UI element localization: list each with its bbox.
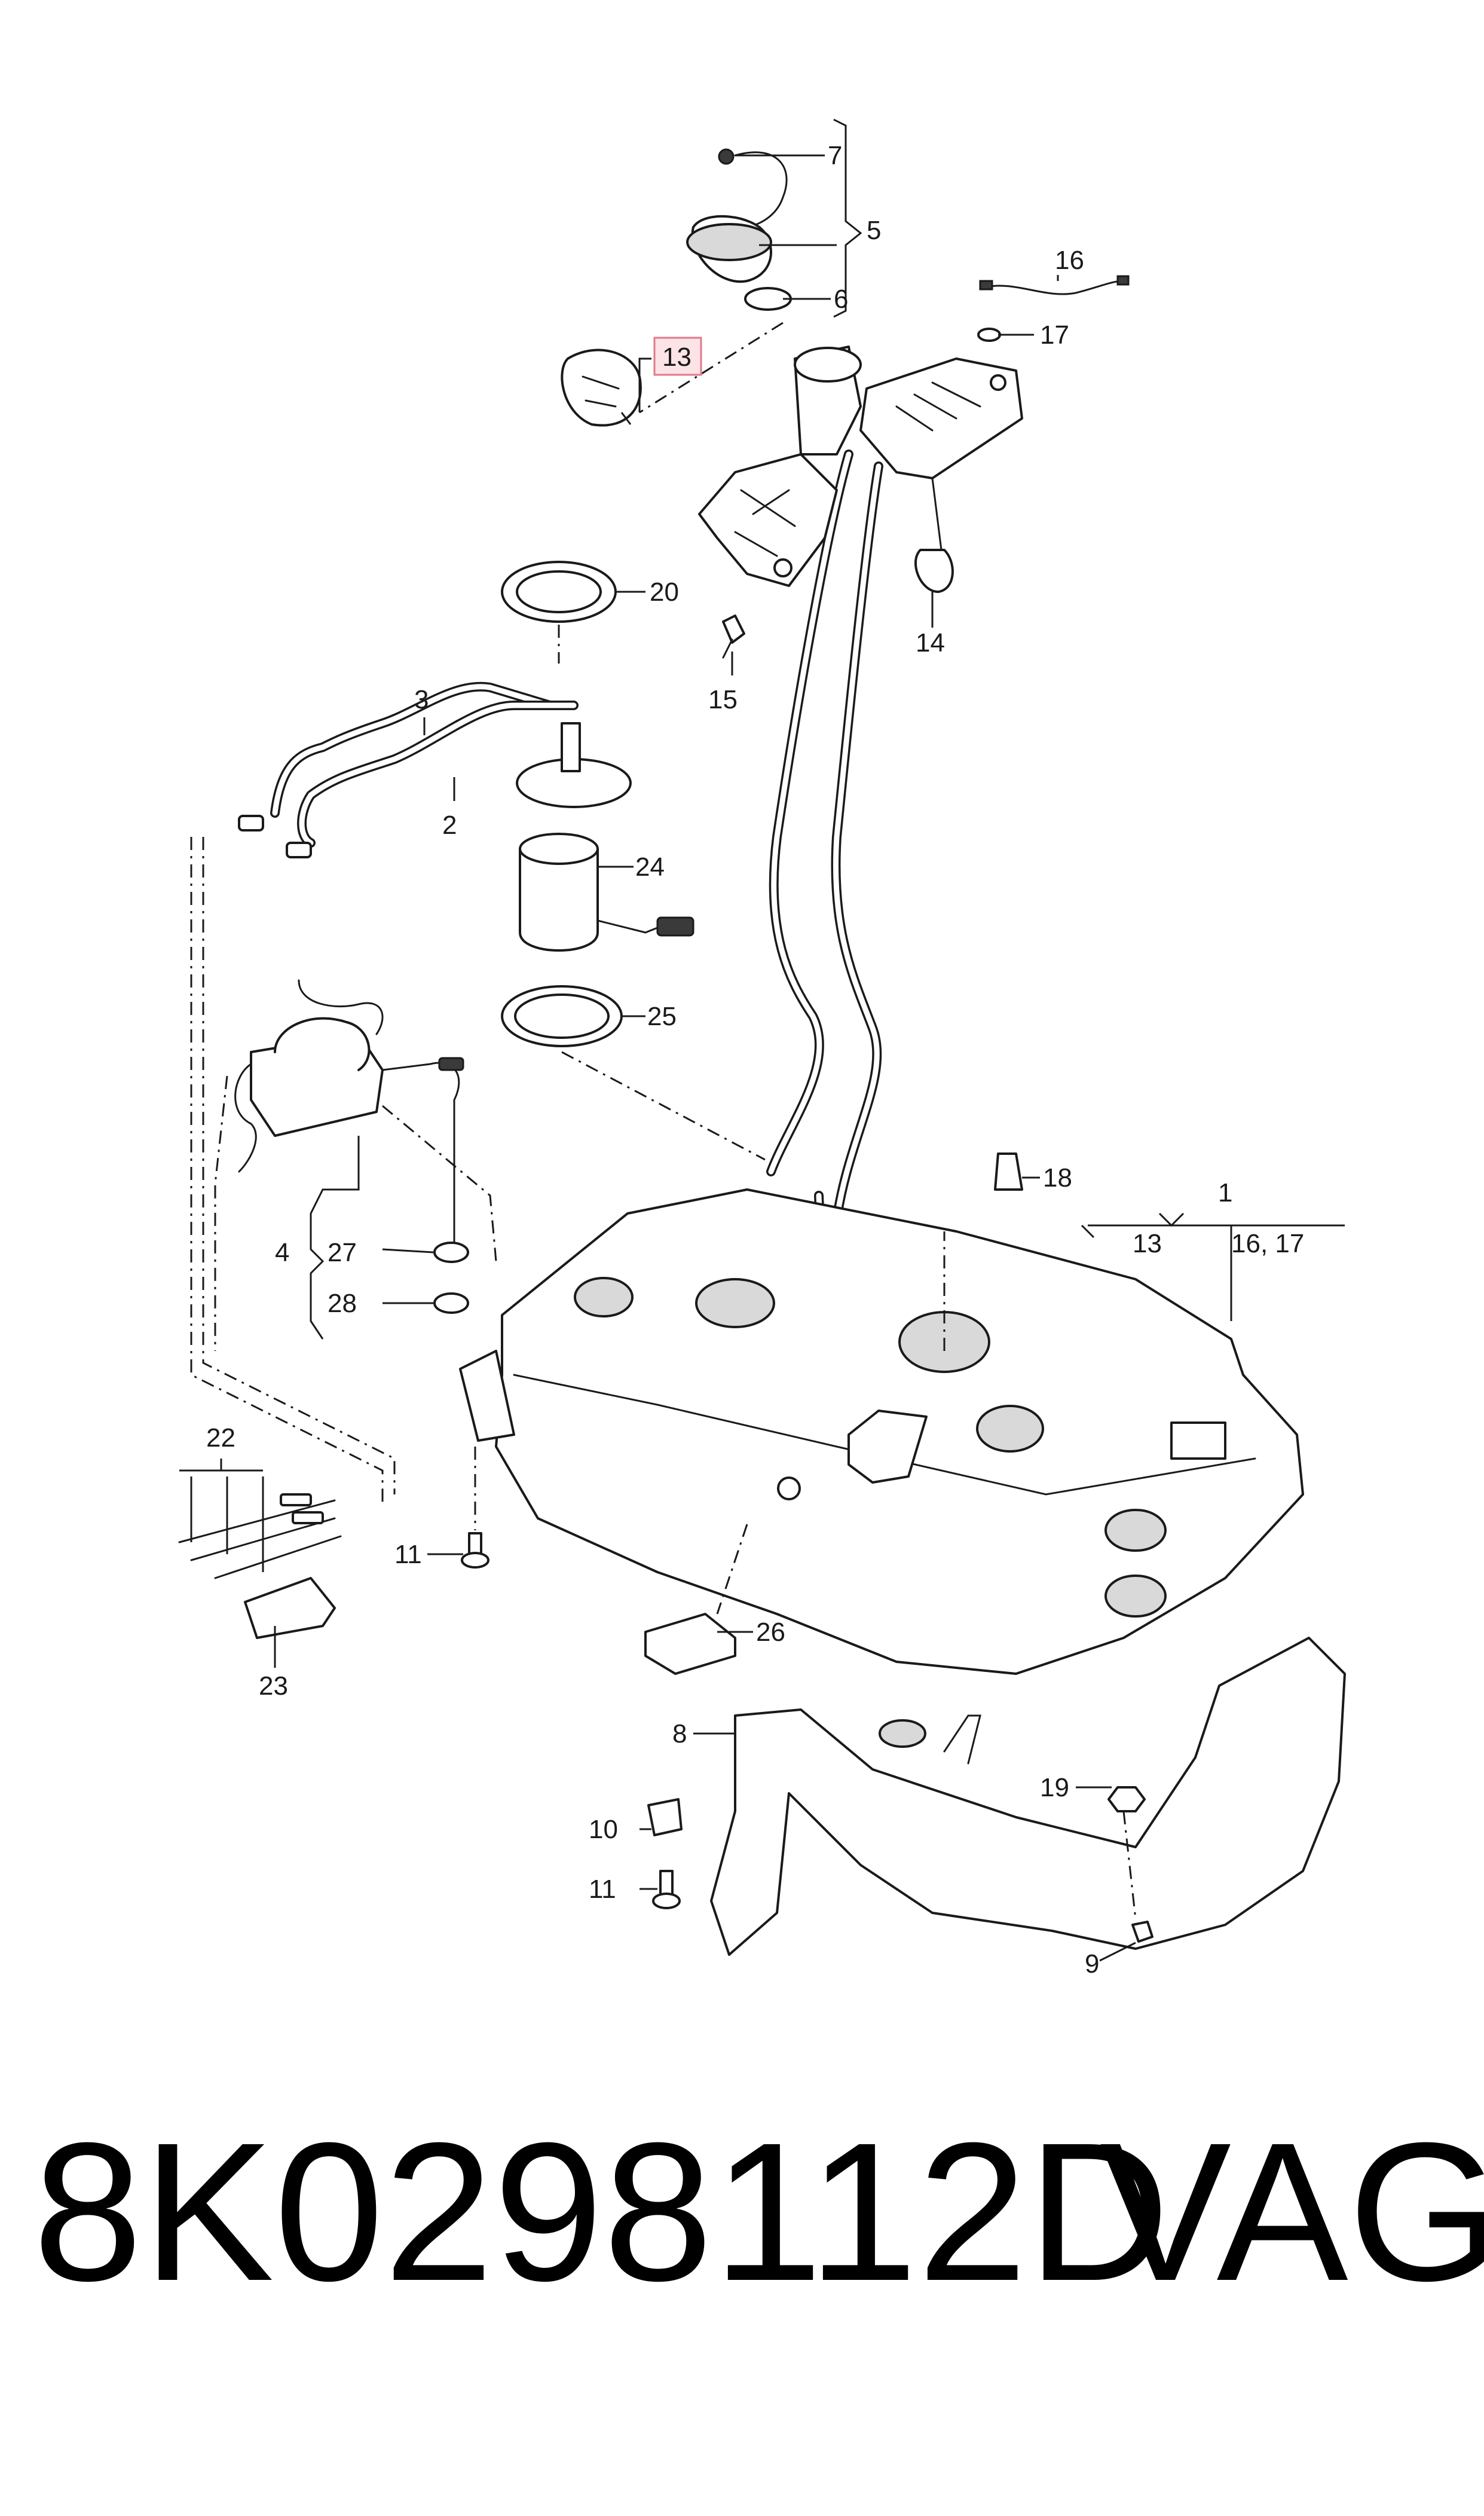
leader-25-dashed — [561, 1051, 766, 1161]
line-22-dashed-c — [214, 1075, 228, 1351]
callout-25: 25 — [647, 1002, 677, 1031]
fuel-filler-flap-part — [561, 348, 642, 427]
line-22-dashed-a — [190, 837, 384, 1506]
brand-label: VAG — [1100, 2101, 1484, 2322]
leader-9-dashed — [1122, 1811, 1137, 1919]
vent-valve-bracket — [859, 357, 1023, 593]
connector-bracket-23 — [244, 1577, 336, 1639]
heat-shield — [710, 1637, 1346, 1956]
seal-ring-25 — [501, 985, 623, 1047]
callout-6: 6 — [834, 285, 848, 314]
callout-7: 7 — [828, 141, 842, 170]
callout-22: 22 — [206, 1423, 235, 1453]
leader-13-dashed — [639, 322, 784, 414]
callout-10: 10 — [589, 1815, 618, 1844]
callout-8: 8 — [672, 1719, 687, 1748]
leader-26-dashed — [716, 1524, 748, 1615]
callout-leaders — [179, 118, 1345, 1962]
callout-26: 26 — [756, 1618, 785, 1647]
callout-16-17: 16, 17 — [1231, 1229, 1304, 1258]
filler-neck-housing — [698, 346, 862, 587]
callout-1: 1 — [1218, 1178, 1232, 1207]
fuel-lines-22 — [178, 1493, 342, 1579]
fuel-tank-exploded-diagram: 13 7 5 6 16 17 14 15 20 3 2 24 25 4 27 2… — [178, 118, 1346, 1979]
callout-9: 9 — [1085, 1949, 1099, 1979]
callout-20: 20 — [650, 577, 679, 607]
fuel-lines — [238, 681, 579, 858]
hose-clips — [433, 1242, 469, 1314]
callout-18: 18 — [1043, 1163, 1072, 1193]
leader-unit-dashed — [382, 1105, 497, 1262]
line-22-dashed-b — [202, 837, 396, 1494]
callout-14: 14 — [916, 628, 945, 658]
callout-3: 3 — [414, 685, 429, 714]
callout-labels: 13 7 5 6 16 17 14 15 20 3 2 24 25 4 27 2… — [206, 141, 1304, 1979]
callout-19: 19 — [1040, 1773, 1069, 1802]
callout-16: 16 — [1055, 246, 1084, 275]
part-number: 8K0298112D — [33, 2101, 1170, 2322]
fuel-pump-module — [516, 722, 694, 952]
locking-ring-20 — [501, 561, 617, 623]
callout-11-upper: 11 — [394, 1540, 422, 1569]
connector-26 — [644, 1613, 736, 1675]
fasteners — [461, 1152, 1153, 1943]
callout-15: 15 — [708, 685, 738, 714]
callout-13-sub: 13 — [1133, 1229, 1162, 1258]
callout-24: 24 — [635, 852, 665, 882]
small-fittings — [722, 615, 745, 659]
callout-11-lower: 11 — [589, 1875, 616, 1904]
fuel-control-unit — [234, 979, 464, 1257]
callout-4: 4 — [275, 1238, 289, 1267]
callout-13-highlighted: 13 — [662, 343, 691, 372]
callout-28: 28 — [328, 1289, 357, 1318]
fuel-cap-assembly — [686, 148, 792, 311]
callout-23: 23 — [259, 1671, 288, 1701]
vent-hose-16 — [977, 275, 1130, 342]
fuel-tank-body — [459, 1188, 1304, 1675]
callout-27: 27 — [328, 1238, 357, 1267]
callout-17: 17 — [1040, 320, 1069, 350]
callout-2: 2 — [442, 811, 457, 840]
callout-5: 5 — [867, 216, 881, 245]
callout-13-highlight — [653, 337, 702, 376]
